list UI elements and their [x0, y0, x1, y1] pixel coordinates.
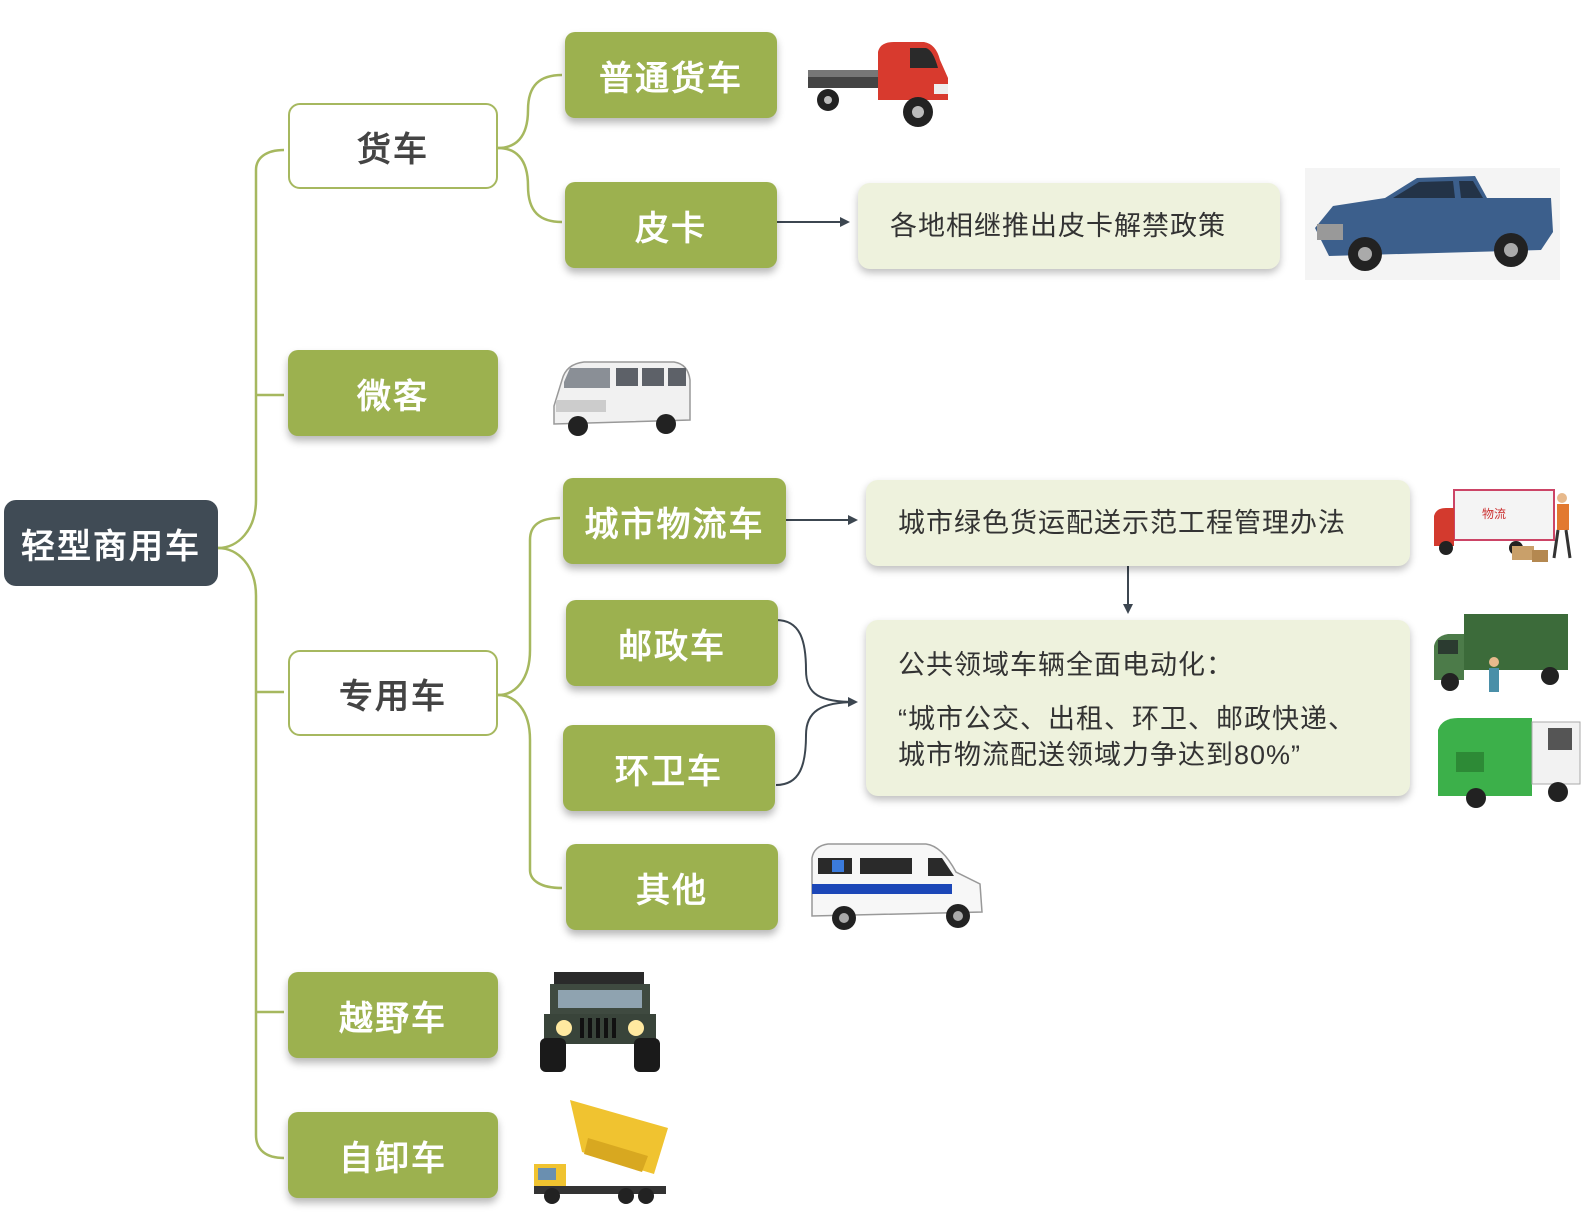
dump-truck-image — [530, 1098, 678, 1206]
node-postal-vehicle[interactable]: 邮政车 — [566, 600, 778, 686]
flatbed-truck-image — [806, 38, 956, 133]
note-electrification-line1: 公共领域车辆全面电动化： — [898, 650, 1234, 680]
green-box-truck-image — [1432, 610, 1572, 702]
minivan-image — [548, 358, 693, 443]
note-pickup-policy-text: 各地相继推出皮卡解禁政策 — [890, 211, 1226, 241]
root-node[interactable]: 轻型商用车 — [4, 500, 218, 586]
note-pickup-policy: 各地相继推出皮卡解禁政策 — [858, 183, 1280, 269]
node-other[interactable]: 其他 — [566, 844, 778, 930]
jeep-image — [536, 968, 664, 1074]
note-green-freight-text: 城市绿色货运配送示范工程管理办法 — [898, 508, 1346, 538]
branch-offroad[interactable]: 越野车 — [288, 972, 498, 1058]
node-city-logistics[interactable]: 城市物流车 — [563, 478, 786, 564]
note-electrification-line3: 城市物流配送领域力争达到80%” — [898, 740, 1302, 770]
branch-truck[interactable]: 货车 — [288, 103, 498, 189]
node-regular-truck[interactable]: 普通货车 — [565, 32, 777, 118]
note-green-freight: 城市绿色货运配送示范工程管理办法 — [866, 480, 1410, 566]
branch-special-vehicle[interactable]: 专用车 — [288, 650, 498, 736]
note-electrification: 公共领域车辆全面电动化： “城市公交、出租、环卫、邮政快递、 城市物流配送领域力… — [866, 620, 1410, 796]
node-pickup[interactable]: 皮卡 — [565, 182, 777, 268]
node-sanitation-vehicle[interactable]: 环卫车 — [563, 725, 775, 811]
branch-dump-truck[interactable]: 自卸车 — [288, 1112, 498, 1198]
pickup-truck-image — [1305, 168, 1560, 280]
svg-text:物流: 物流 — [1482, 507, 1506, 521]
ambulance-image — [808, 838, 986, 936]
note-electrification-line2: “城市公交、出租、环卫、邮政快递、 — [898, 704, 1356, 734]
delivery-truck-image: 物流 — [1432, 488, 1575, 566]
garbage-truck-image — [1436, 712, 1586, 812]
branch-minibus[interactable]: 微客 — [288, 350, 498, 436]
